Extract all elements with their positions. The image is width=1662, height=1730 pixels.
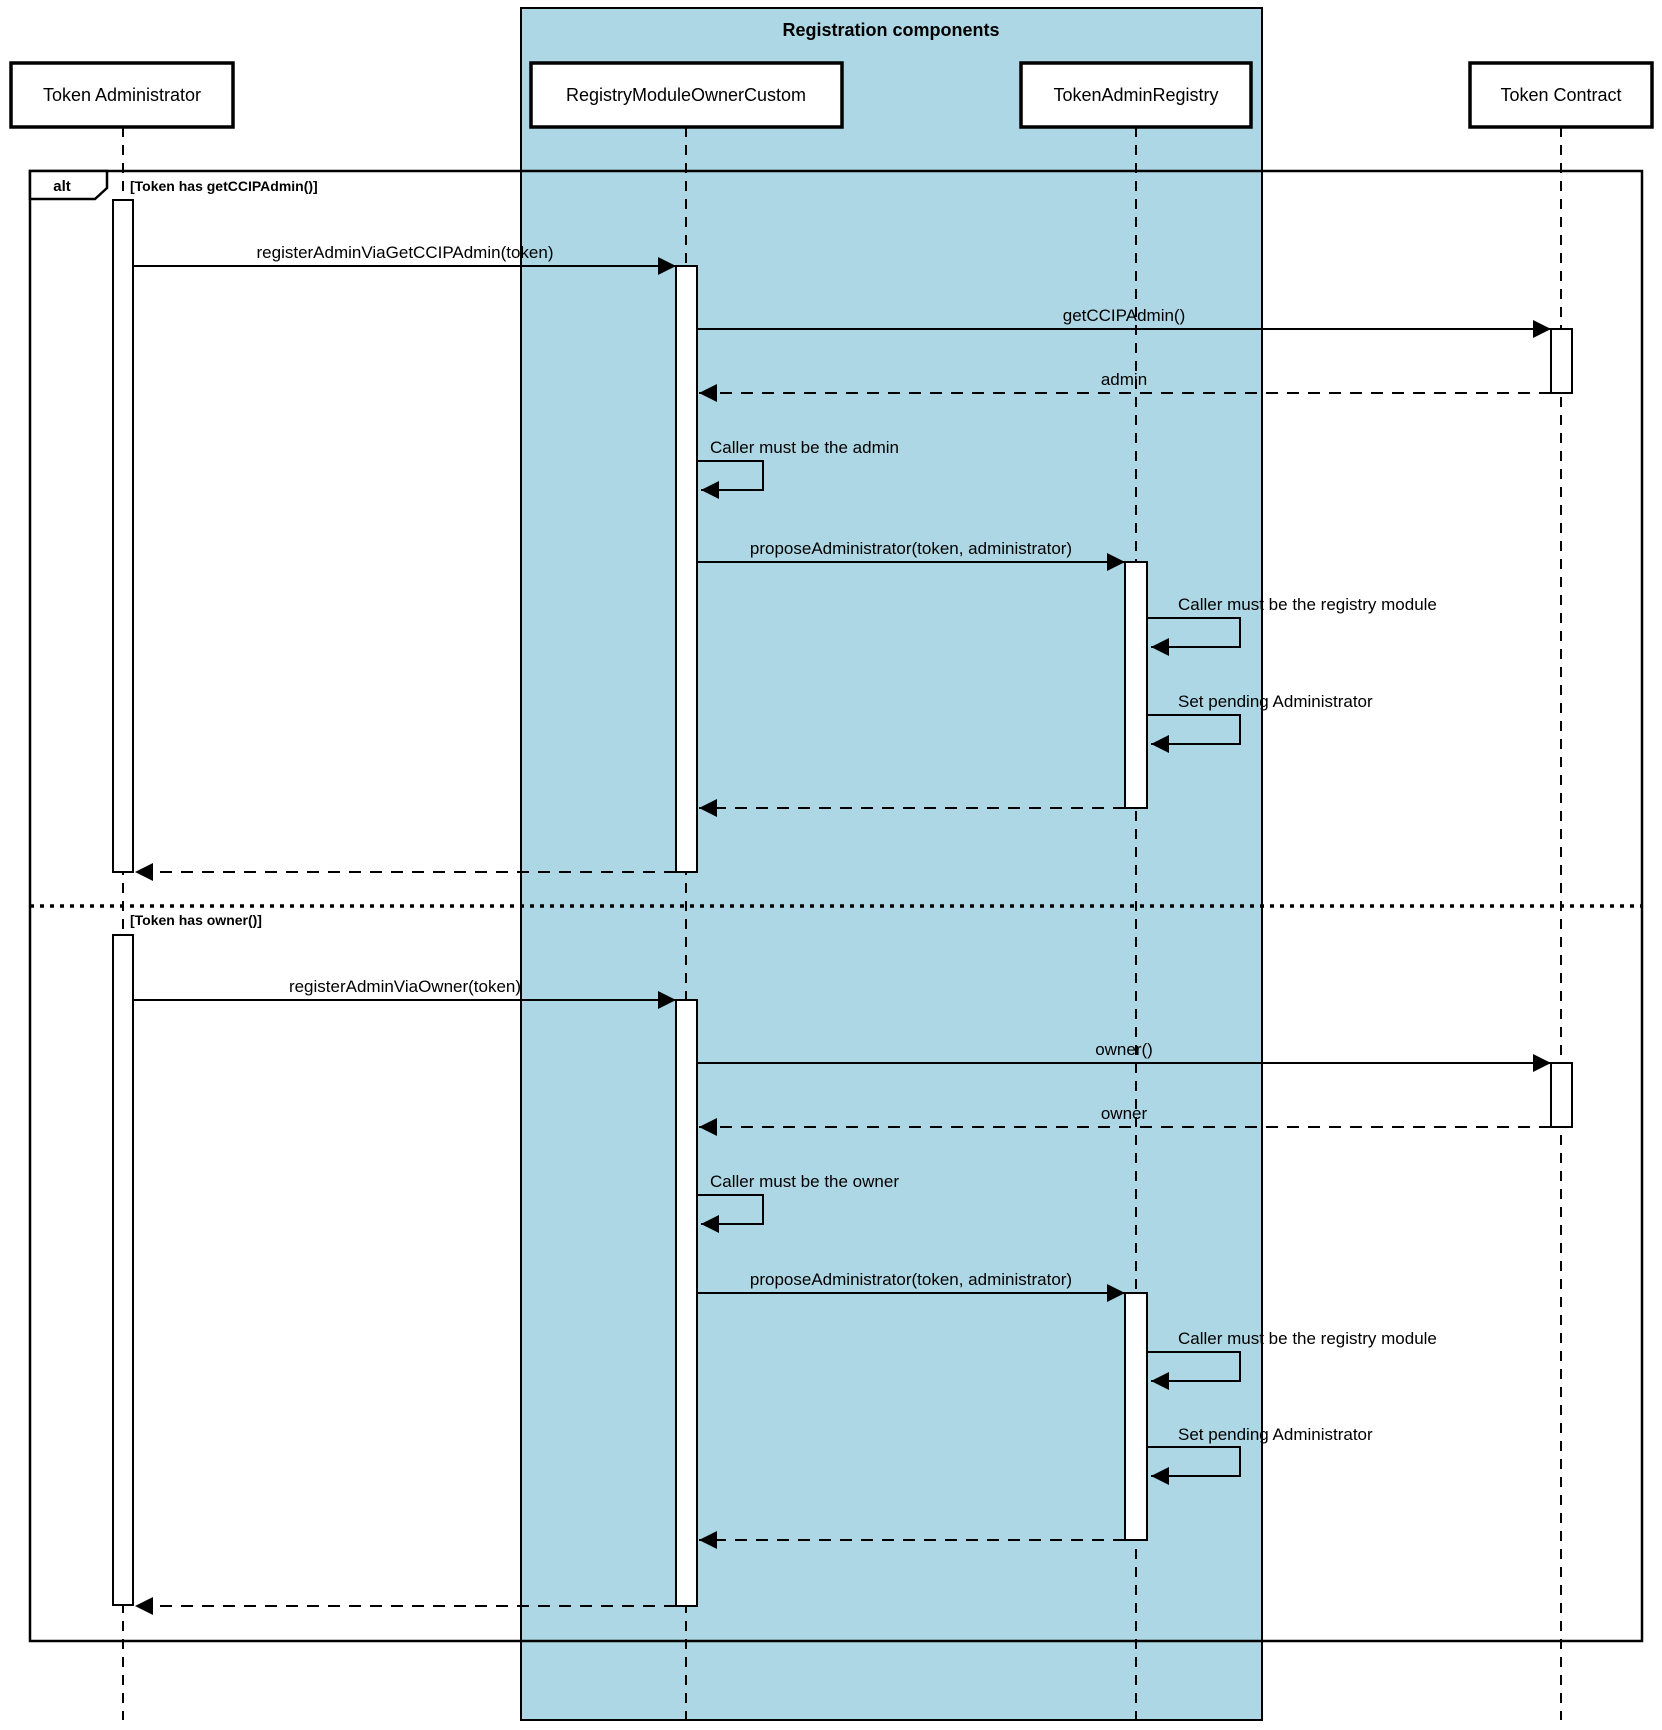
self-call-label-caller-registry-1: Caller must be the registry module bbox=[1178, 595, 1437, 614]
activations bbox=[112, 199, 1573, 1607]
activation-registry-module-2 bbox=[675, 999, 698, 1607]
self-call-loop-set-pending-1 bbox=[1147, 714, 1241, 753]
self-call-label-set-pending-2: Set pending Administrator bbox=[1178, 1425, 1373, 1444]
registration-frame-background bbox=[520, 7, 1263, 1721]
frame-title: Registration components bbox=[782, 20, 999, 40]
activation-token-administrator-2 bbox=[112, 934, 134, 1606]
participant-token-contract: Token Contract bbox=[1468, 61, 1654, 129]
activation-token-contract-2 bbox=[1550, 1062, 1573, 1128]
section-owner: registerAdminViaOwner(token) owner() own… bbox=[133, 977, 1551, 1615]
participant-label: Token Administrator bbox=[43, 85, 201, 105]
message-label-propose-admin-1: proposeAdministrator(token, administrato… bbox=[750, 539, 1072, 558]
message-label-owner-call: owner() bbox=[1095, 1040, 1153, 1059]
participant-label: TokenAdminRegistry bbox=[1053, 85, 1218, 105]
participant-label: Token Contract bbox=[1500, 85, 1621, 105]
self-call-label-set-pending-1: Set pending Administrator bbox=[1178, 692, 1373, 711]
registration-components-frame: Registration components bbox=[520, 7, 1263, 1721]
participant-box bbox=[1468, 61, 1654, 129]
alt-operator-box bbox=[28, 169, 109, 201]
activation-token-admin-registry-1 bbox=[1124, 561, 1148, 809]
message-label-propose-admin-2: proposeAdministrator(token, administrato… bbox=[750, 1270, 1072, 1289]
self-call-loop-set-pending-2 bbox=[1147, 1446, 1241, 1485]
participant-token-admin-registry: TokenAdminRegistry bbox=[1019, 61, 1253, 129]
alt-operator-label: alt bbox=[53, 178, 71, 195]
self-call-label-caller-owner: Caller must be the owner bbox=[710, 1172, 899, 1191]
lifelines bbox=[122, 127, 1562, 1720]
return-label-owner: owner bbox=[1101, 1104, 1148, 1123]
self-call-label-caller-admin: Caller must be the admin bbox=[710, 438, 899, 457]
participant-token-administrator: Token Administrator bbox=[9, 61, 235, 129]
section-get-ccip-admin: registerAdminViaGetCCIPAdmin(token) getC… bbox=[133, 243, 1551, 881]
participant-box bbox=[529, 61, 844, 129]
self-call-loop-caller-registry-2 bbox=[1147, 1351, 1241, 1390]
message-label-register-ccip: registerAdminViaGetCCIPAdmin(token) bbox=[257, 243, 554, 262]
message-label-register-owner: registerAdminViaOwner(token) bbox=[289, 977, 521, 996]
return-label-admin: admin bbox=[1101, 370, 1147, 389]
participant-registry-module-owner-custom: RegistryModuleOwnerCustom bbox=[529, 61, 844, 129]
activation-token-administrator-1 bbox=[112, 199, 134, 873]
participants: Token Administrator RegistryModuleOwnerC… bbox=[9, 61, 1654, 129]
participant-box bbox=[1019, 61, 1253, 129]
self-call-loop-caller-admin bbox=[697, 460, 764, 499]
alt-guard-1: [Token has getCCIPAdmin()] bbox=[130, 178, 318, 194]
alt-guard-2: [Token has owner()] bbox=[130, 912, 262, 928]
activation-token-contract-1 bbox=[1550, 328, 1573, 394]
self-call-loop-caller-owner bbox=[697, 1194, 764, 1233]
participant-box bbox=[9, 61, 235, 129]
participant-label: RegistryModuleOwnerCustom bbox=[566, 85, 806, 105]
activation-registry-module-1 bbox=[675, 265, 698, 873]
alt-fragment: alt [Token has getCCIPAdmin()] [Token ha… bbox=[28, 169, 1644, 1643]
self-call-loop-caller-registry-1 bbox=[1147, 617, 1241, 656]
activation-token-admin-registry-2 bbox=[1124, 1292, 1148, 1541]
self-call-label-caller-registry-2: Caller must be the registry module bbox=[1178, 1329, 1437, 1348]
message-label-get-ccip-admin: getCCIPAdmin() bbox=[1063, 306, 1186, 325]
